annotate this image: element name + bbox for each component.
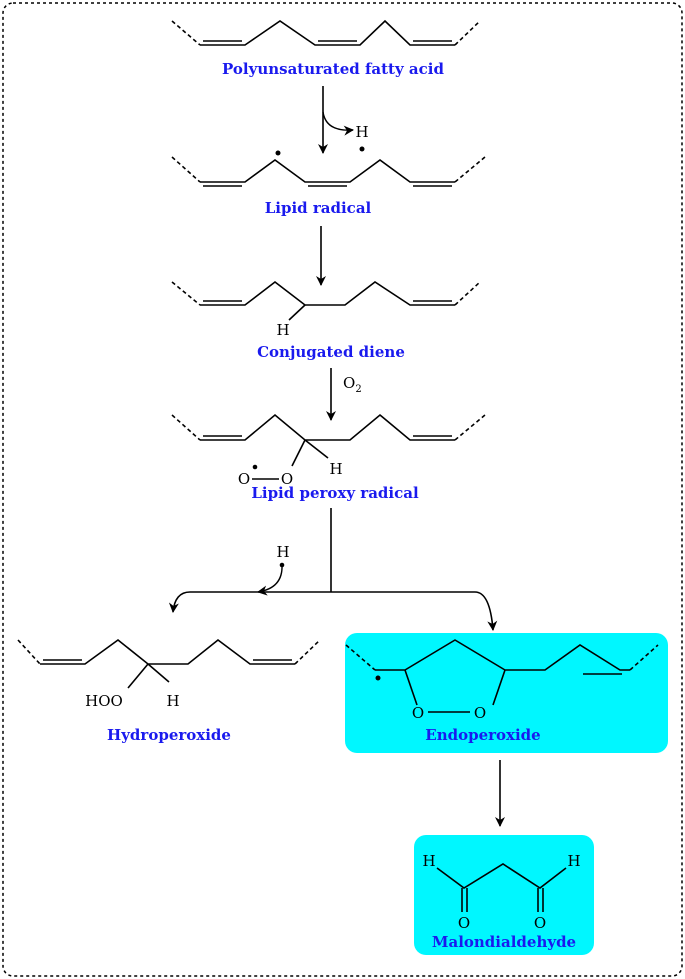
hydroperoxide-structure	[17, 638, 321, 689]
peroxy-o1-atom: O	[238, 470, 250, 488]
malondialdehyde-highlight-box	[414, 835, 594, 955]
h-abstraction-curved-arrow	[322, 111, 354, 136]
abstracted-h-atom: H	[355, 123, 368, 141]
diene-h-atom: H	[276, 321, 289, 339]
donor-h-atom: H	[276, 543, 289, 561]
hydroperoxide-label: Hydroperoxide	[107, 726, 231, 744]
endoperoxide-radical-dot	[375, 675, 381, 681]
hydroperoxide-h-atom: H	[166, 692, 179, 710]
branching-arrows	[168, 508, 498, 631]
h-radical-dot	[359, 146, 365, 152]
lipid-radical-label: Lipid radical	[265, 199, 372, 217]
peroxy-h-atom: H	[329, 460, 342, 478]
lipid-peroxy-radical-structure	[171, 413, 486, 480]
mda-h2-atom: H	[567, 852, 580, 870]
mda-o1-atom: O	[458, 914, 470, 932]
oxygen-reagent: O2	[343, 374, 362, 395]
endoperoxide-structure	[345, 639, 659, 713]
hydroperoxide-hoo-group: HOO	[85, 692, 123, 710]
endoperoxide-o2-atom: O	[474, 704, 486, 722]
endoperoxide-highlight-box	[345, 633, 668, 753]
donor-h-dot	[279, 562, 285, 568]
pufa-label: Polyunsaturated fatty acid	[222, 60, 444, 78]
endoperoxide-label: Endoperoxide	[425, 726, 540, 744]
malondialdehyde-structure	[436, 863, 567, 912]
conjugated-diene-label: Conjugated diene	[257, 343, 405, 361]
pufa-structure	[171, 19, 481, 46]
peroxy-o2-atom: O	[281, 470, 293, 488]
malondialdehyde-label: Malondialdehyde	[432, 933, 576, 951]
carbon-radical-dot	[275, 150, 281, 156]
mda-h1-atom: H	[422, 852, 435, 870]
lipid-radical-structure	[171, 156, 486, 187]
endoperoxide-o1-atom: O	[412, 704, 424, 722]
conjugated-diene-structure	[171, 280, 481, 321]
mda-o2-atom: O	[534, 914, 546, 932]
peroxy-radical-dot	[252, 464, 258, 470]
lipid-peroxy-radical-label: Lipid peroxy radical	[251, 484, 419, 502]
